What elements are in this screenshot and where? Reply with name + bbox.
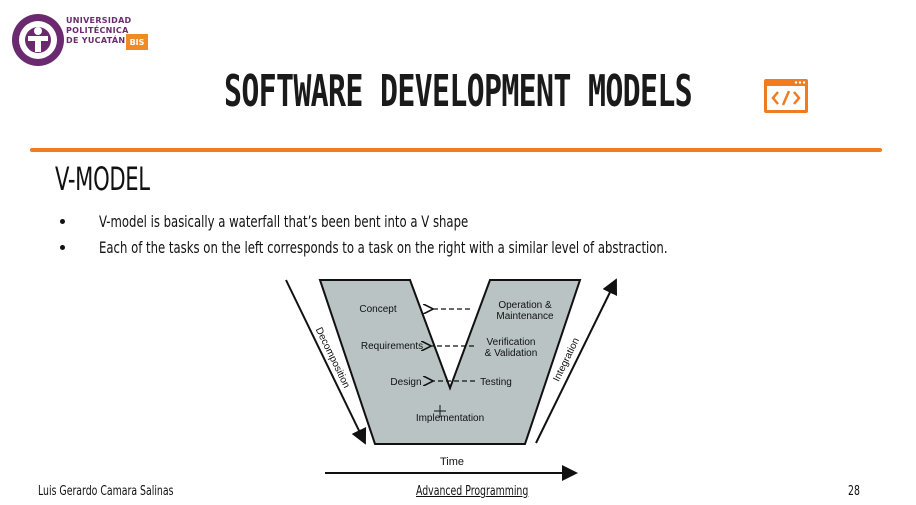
stage-verification: Verification (487, 337, 536, 348)
stage-maintenance: Maintenance (496, 311, 554, 322)
title-divider (30, 148, 882, 152)
slide-title: SOFTWARE DEVELOPMENT MODELS (223, 66, 693, 117)
stage-concept: Concept (359, 304, 396, 315)
bullet-item: V-model is basically a waterfall that’s … (60, 208, 878, 234)
stage-requirements: Requirements (361, 341, 423, 352)
v-shape (318, 279, 582, 445)
axis-time: Time (440, 456, 464, 468)
move-cursor-icon (434, 405, 446, 417)
bis-badge: BIS (126, 34, 148, 50)
stage-implementation: Implementation (416, 413, 484, 424)
stage-operation: Operation & (498, 300, 552, 311)
v-model-diagram: Concept Requirements Design Operation & … (285, 278, 618, 481)
bullet-list: V-model is basically a waterfall that’s … (60, 208, 878, 260)
stage-validation: & Validation (485, 348, 538, 359)
code-window-icon (764, 79, 808, 113)
bullet-dot (60, 244, 65, 250)
footer-course-link[interactable]: Advanced Programming (416, 484, 529, 499)
integration-arrow (535, 278, 618, 444)
stage-design: Design (390, 377, 421, 388)
decomposition-arrow (285, 279, 367, 445)
stage-testing: Testing (480, 377, 512, 388)
university-logo (12, 14, 64, 66)
page-number: 28 (848, 484, 860, 499)
bullet-dot (60, 218, 65, 224)
footer-author: Luis Gerardo Camara Salinas (38, 484, 174, 499)
section-heading: V-MODEL (55, 160, 150, 198)
university-name: UNIVERSIDAD POLITÉCNICA DE YUCATÁN (66, 16, 132, 45)
bullet-item: Each of the tasks on the left correspond… (60, 234, 878, 260)
